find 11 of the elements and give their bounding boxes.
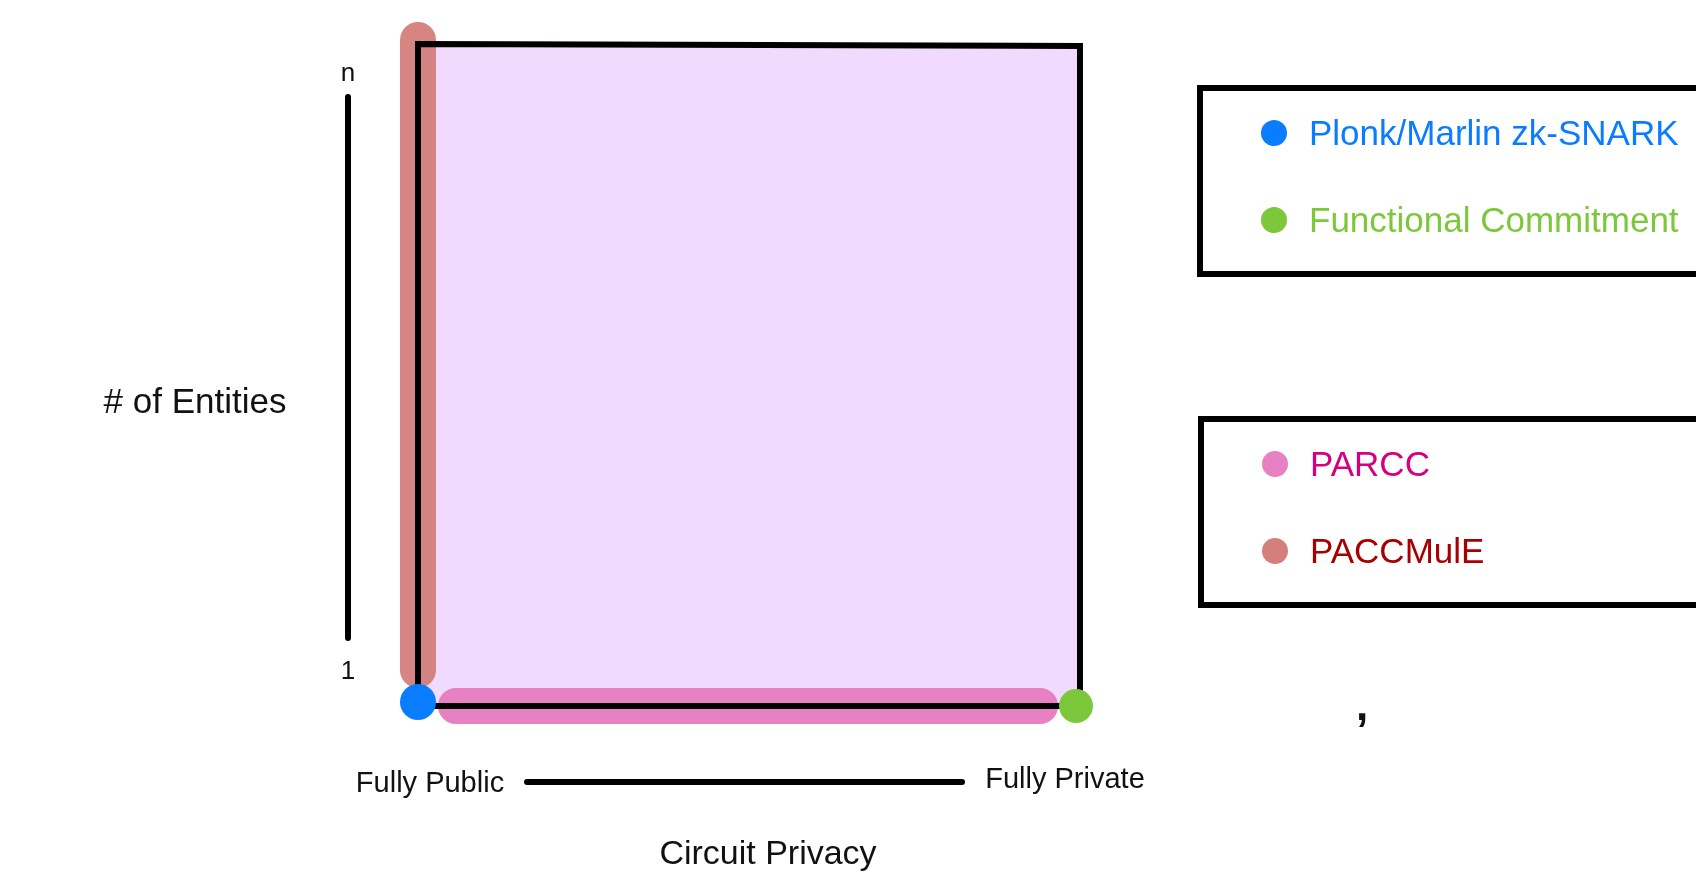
axis-end-label: Fully Public — [355, 767, 505, 797]
punctuation-mark: , — [1355, 683, 1369, 727]
legend-label: Plonk/Marlin zk-SNARK — [1309, 115, 1679, 150]
legend-label: Functional Commitment — [1309, 202, 1679, 237]
legend-label: PARCC — [1310, 446, 1430, 481]
legend-label: PACCMulE — [1310, 533, 1485, 568]
axis-title: Circuit Privacy — [659, 835, 877, 869]
axis-tick-label: n — [340, 59, 356, 85]
axis-tick-label: 1 — [340, 657, 356, 683]
axis-end-label: Fully Private — [985, 763, 1145, 793]
axis-title: # of Entities — [103, 382, 287, 418]
